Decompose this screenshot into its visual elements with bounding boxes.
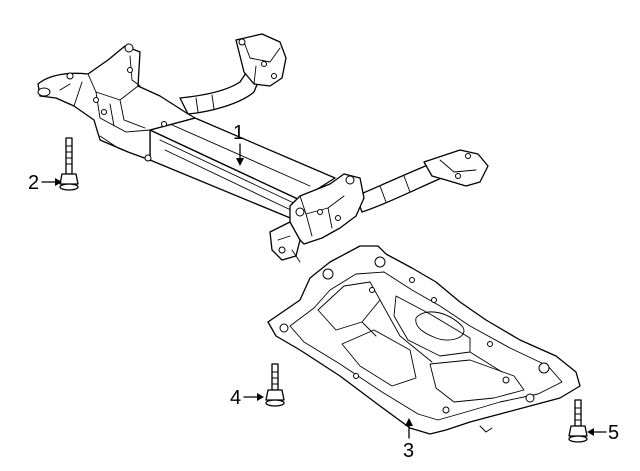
bolt-5	[568, 399, 588, 443]
bolt-4	[265, 363, 285, 407]
callout-2-label: 2	[28, 172, 39, 194]
callout-1: 1	[233, 122, 244, 166]
bolt-2	[59, 137, 79, 191]
callout-5: 5	[587, 422, 619, 444]
callout-1-label: 1	[233, 122, 244, 144]
callout-5-label: 5	[608, 422, 619, 444]
callout-2: 2	[28, 172, 62, 194]
callout-3-label: 3	[403, 440, 414, 462]
splash-shield	[267, 245, 581, 435]
crossmember	[37, 33, 489, 263]
callout-3: 3	[403, 418, 414, 462]
callout-4: 4	[230, 387, 264, 409]
callout-4-label: 4	[230, 387, 241, 409]
